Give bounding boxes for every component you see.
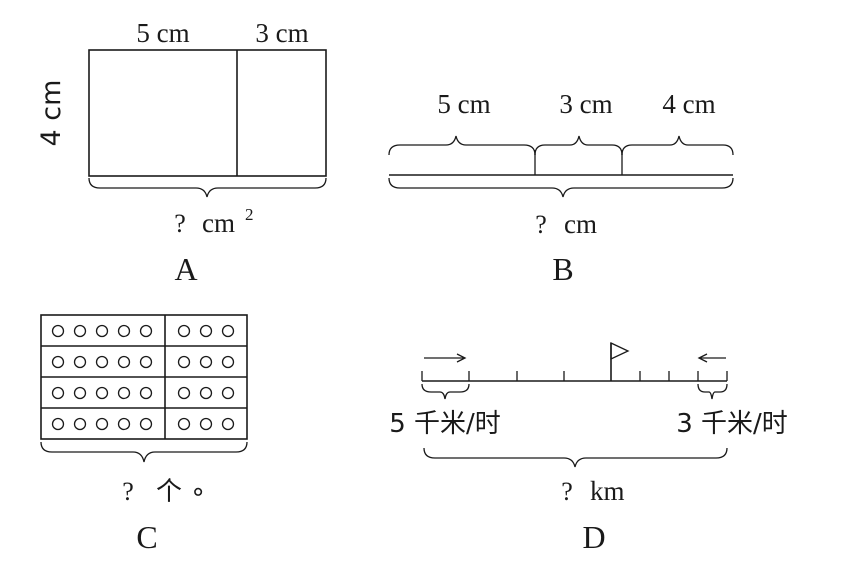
arrow-right-icon xyxy=(456,353,467,363)
panel-c-circle xyxy=(117,386,131,400)
panel-c-circle xyxy=(95,386,109,400)
panel-a-top-right-label: 3 cm xyxy=(255,18,308,48)
panel-c-circle xyxy=(117,417,131,431)
panel-c-circle xyxy=(177,324,191,338)
panel-b-top-brace xyxy=(621,135,734,156)
panel-d-right-speed: 3 千米/时 xyxy=(676,409,788,439)
panel-b: 5 cm 3 cm 4 cm ? cm B xyxy=(388,89,734,287)
panel-c-unit: 个 xyxy=(156,477,182,507)
panel-c-circle xyxy=(51,417,65,431)
panel-c-circle xyxy=(221,324,235,338)
panel-c-bottom-brace xyxy=(40,441,248,463)
panel-c-circle xyxy=(139,386,153,400)
panel-d-question: ? xyxy=(561,477,573,506)
panel-d-letter: D xyxy=(582,519,605,555)
panel-c-circle xyxy=(177,355,191,369)
panel-c: ? 个 ∘ C xyxy=(40,314,248,555)
panel-c-circle xyxy=(199,417,213,431)
panel-b-segment-label: 5 cm xyxy=(437,89,490,119)
panel-a-side-label: 4 cm xyxy=(36,80,67,147)
panel-c-circle xyxy=(221,355,235,369)
panel-c-circle xyxy=(73,417,87,431)
panel-c-circle xyxy=(177,417,191,431)
panel-c-circle xyxy=(73,324,87,338)
panel-c-circle xyxy=(139,324,153,338)
panel-d-right-brace xyxy=(697,383,728,400)
panel-c-circle xyxy=(73,386,87,400)
panel-c-circle xyxy=(139,417,153,431)
panel-c-circle xyxy=(117,324,131,338)
panel-c-circle xyxy=(199,355,213,369)
panel-c-circle xyxy=(139,355,153,369)
panel-c-circles xyxy=(51,324,235,431)
panel-d-left-brace xyxy=(421,383,470,400)
panel-c-circle xyxy=(51,324,65,338)
panel-b-top-brace xyxy=(388,135,536,156)
panel-c-circle xyxy=(51,386,65,400)
panel-a-unit: cm xyxy=(202,208,235,238)
arrow-left-icon xyxy=(697,353,708,363)
panel-a-unit-exponent: 2 xyxy=(245,205,254,224)
panel-a-top-left-label: 5 cm xyxy=(136,18,189,48)
panel-a-bottom-brace xyxy=(88,177,327,198)
flag-icon xyxy=(610,341,630,361)
panel-c-circle xyxy=(221,386,235,400)
panel-b-segment-label: 3 cm xyxy=(559,89,612,119)
panel-d-bottom-brace xyxy=(423,447,728,468)
panel-d: 5 千米/时 3 千米/时 ? km D xyxy=(389,341,788,555)
panel-b-question: ? xyxy=(535,210,547,239)
panel-c-circle xyxy=(199,324,213,338)
panel-d-left-speed: 5 千米/时 xyxy=(389,409,501,439)
panel-c-circle xyxy=(199,386,213,400)
panel-b-segment-label: 4 cm xyxy=(662,89,715,119)
panel-c-circle xyxy=(221,417,235,431)
panel-b-unit: cm xyxy=(564,209,597,239)
panel-b-top-brace xyxy=(534,135,623,156)
panel-a-rectangle xyxy=(88,49,327,177)
panel-c-circle xyxy=(95,417,109,431)
panel-a: 5 cm 3 cm 4 cm ? cm 2 A xyxy=(36,18,327,287)
panel-b-letter: B xyxy=(552,251,573,287)
panel-b-bottom-brace xyxy=(388,177,734,198)
panel-c-circle xyxy=(177,386,191,400)
panel-c-circle xyxy=(95,355,109,369)
panel-c-unit-symbol: ∘ xyxy=(190,477,206,507)
panel-c-circle xyxy=(117,355,131,369)
panel-c-circle xyxy=(51,355,65,369)
panel-a-question: ? xyxy=(174,209,186,238)
panel-a-letter: A xyxy=(174,251,197,287)
panel-c-circle xyxy=(73,355,87,369)
panel-c-circle xyxy=(95,324,109,338)
panel-c-question: ? xyxy=(122,477,134,506)
panel-d-unit: km xyxy=(590,476,625,506)
panel-c-letter: C xyxy=(136,519,157,555)
